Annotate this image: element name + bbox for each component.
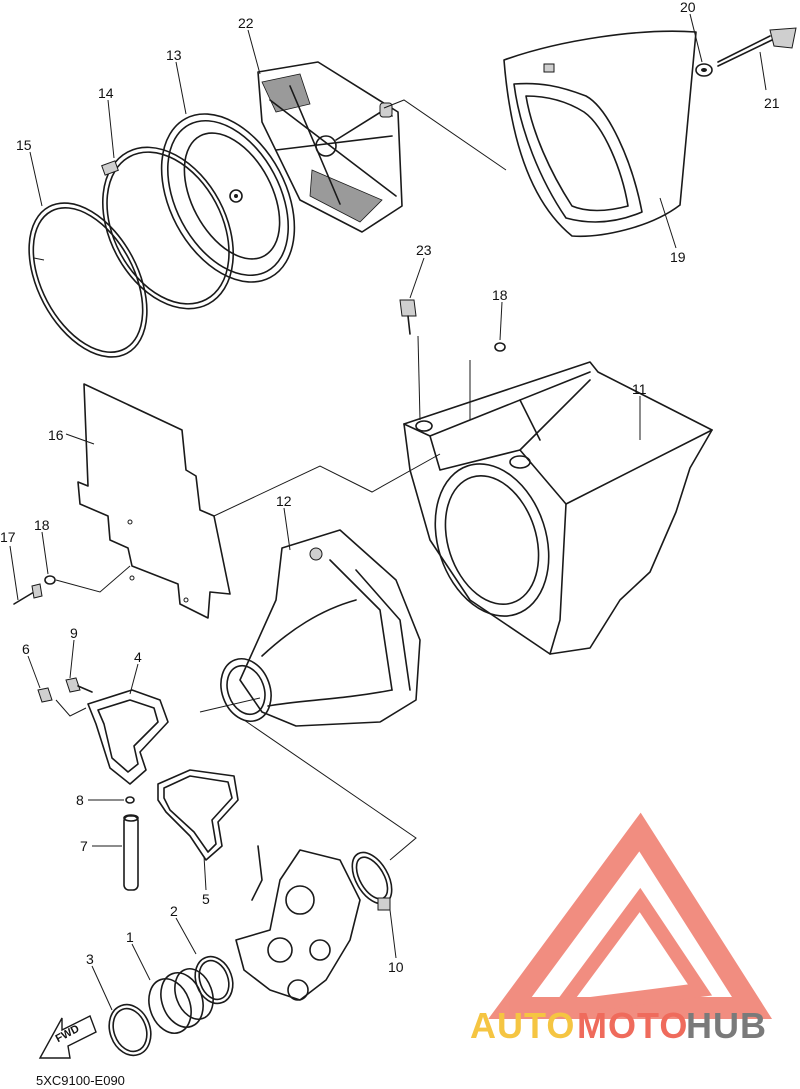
part-18-collar-lower (44, 575, 56, 585)
callout-9: 9 (70, 625, 78, 641)
part-10-clamp (351, 851, 393, 911)
part-9-screw (65, 677, 93, 693)
callout-6: 6 (22, 641, 30, 657)
part-3-clamp (108, 1003, 152, 1057)
part-5-gasket (157, 769, 239, 861)
part-12-air-joint (220, 529, 421, 727)
part-22-filter-cage (257, 61, 403, 233)
watermark-word-moto: MOTO (577, 1005, 689, 1046)
callout-21: 21 (764, 95, 780, 111)
callout-18-upper: 18 (492, 287, 508, 303)
callout-16: 16 (48, 427, 64, 443)
part-18-collar-upper (494, 342, 506, 352)
part-13-filter-cover (160, 113, 296, 283)
part-19-air-filter (503, 30, 697, 238)
callout-20: 20 (680, 0, 696, 15)
watermark-word-hub: HUB (686, 1005, 767, 1046)
part-17-rivet (13, 583, 43, 605)
callout-23: 23 (416, 242, 432, 258)
watermark-word-auto: AUTO (470, 1005, 576, 1046)
part-23-bolt (399, 299, 417, 335)
callout-10: 10 (388, 959, 404, 975)
callout-7: 7 (80, 838, 88, 854)
callout-17: 17 (0, 529, 16, 545)
part-21-wing-bolt (717, 27, 797, 67)
callout-18-lower: 18 (34, 517, 50, 533)
callout-12: 12 (276, 493, 292, 509)
part-6-bolt (37, 687, 53, 703)
assembly-leader-lines (9, 13, 767, 1011)
callout-4: 4 (134, 649, 142, 665)
forward-arrow-icon (38, 1015, 97, 1059)
callout-14: 14 (98, 85, 114, 101)
part-7-pipe (123, 814, 139, 891)
callout-8: 8 (76, 792, 84, 808)
part-20-washer (695, 63, 713, 77)
callout-19: 19 (670, 249, 686, 265)
callout-11: 11 (632, 381, 647, 397)
callout-3: 3 (86, 951, 94, 967)
part-2-clamp (194, 955, 234, 1005)
diagram-code: 5XC9100-E090 (36, 1073, 125, 1088)
part-15-band (28, 202, 148, 358)
callout-15: 15 (16, 137, 32, 153)
part-4-cover (87, 689, 169, 785)
part-16-seal-plate (77, 383, 231, 619)
callout-13: 13 (166, 47, 182, 63)
callout-1: 1 (126, 929, 134, 945)
watermark-logo-icon (488, 812, 773, 1019)
part-14-ring (101, 146, 235, 310)
part-11-filter-case (403, 361, 713, 655)
callout-2: 2 (170, 903, 178, 919)
part-8-o-ring (125, 796, 135, 804)
callout-22: 22 (238, 15, 254, 31)
callout-5: 5 (202, 891, 210, 907)
carburetor-assembly (235, 845, 361, 1001)
